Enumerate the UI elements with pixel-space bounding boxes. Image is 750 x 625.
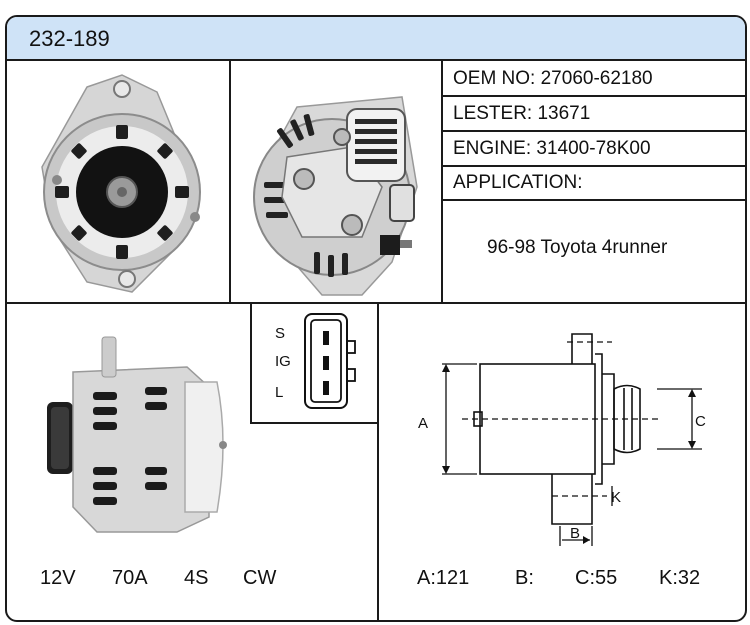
dimension-drawing xyxy=(442,333,702,546)
dim-label-a: A xyxy=(418,415,429,432)
application-value: 96-98 Toyota 4runner xyxy=(487,237,668,258)
connector-box-bottom xyxy=(250,422,379,424)
dim-label-b: B xyxy=(570,525,581,542)
oem-number: OEM NO: 27060-62180 xyxy=(453,68,653,89)
dim-value-k: K:32 xyxy=(659,567,701,589)
dim-label-c: C xyxy=(695,413,706,430)
connector-pin-l: L xyxy=(275,384,284,401)
engine-number: ENGINE: 31400-78K00 xyxy=(453,138,651,159)
connector-pin-ig: IG xyxy=(275,353,291,370)
dim-value-a: A:121 xyxy=(417,567,470,589)
spec-sheet: 232-189 OEM NO: 27060-62180 LESTER: 1367… xyxy=(5,15,747,622)
connector-diagram xyxy=(304,313,356,409)
divider-col-1 xyxy=(229,61,231,302)
alternator-rear-photo xyxy=(253,96,418,296)
connector-box-left xyxy=(250,304,252,423)
divider-col-lower xyxy=(377,304,379,620)
header-bar: 232-189 xyxy=(7,17,745,61)
divider-col-2 xyxy=(441,61,443,302)
spec-rotation: CW xyxy=(243,567,277,589)
spec-voltage: 12V xyxy=(40,567,76,589)
spec-amperage: 70A xyxy=(112,567,148,589)
dim-value-c: C:55 xyxy=(575,567,618,589)
info-divider-3 xyxy=(443,165,745,167)
info-divider-4 xyxy=(443,199,745,201)
spec-groove: 4S xyxy=(184,567,209,589)
lester-number: LESTER: 13671 xyxy=(453,103,591,124)
application-label: APPLICATION: xyxy=(453,172,583,193)
info-divider-2 xyxy=(443,130,745,132)
dim-label-k: K xyxy=(611,489,622,506)
part-number-title: 232-189 xyxy=(29,26,110,51)
dim-value-b: B: xyxy=(515,567,534,589)
alternator-side-photo xyxy=(47,336,227,533)
divider-row-1 xyxy=(7,302,745,304)
connector-pin-s: S xyxy=(275,325,286,342)
info-divider-1 xyxy=(443,95,745,97)
alternator-front-photo xyxy=(41,74,201,293)
